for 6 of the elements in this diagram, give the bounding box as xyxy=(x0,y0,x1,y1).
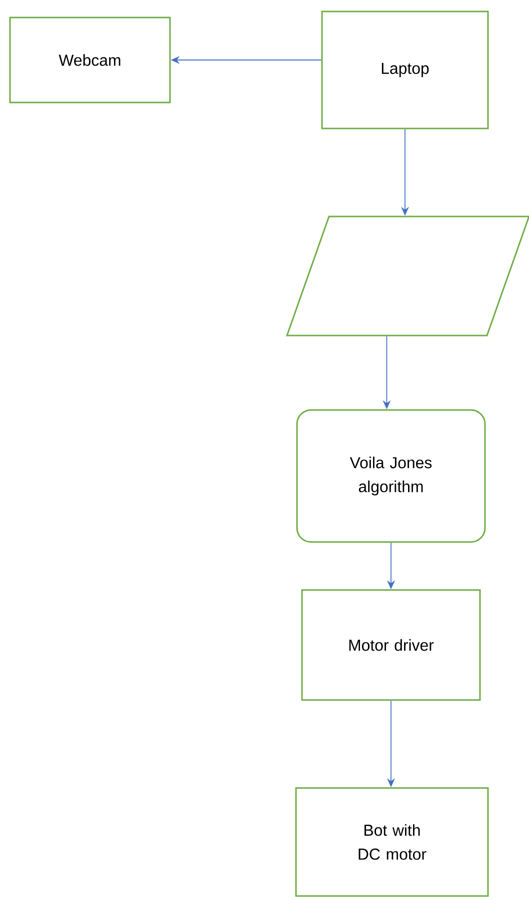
process-box: Laptop xyxy=(321,10,489,130)
process-box: Bot with DC motor xyxy=(295,787,489,897)
process-box: Motor driver xyxy=(301,589,481,701)
data-parallelogram xyxy=(286,216,529,336)
process-box: Webcam xyxy=(9,16,171,104)
rounded-process-box: Voila Jones algorithm xyxy=(296,409,486,543)
